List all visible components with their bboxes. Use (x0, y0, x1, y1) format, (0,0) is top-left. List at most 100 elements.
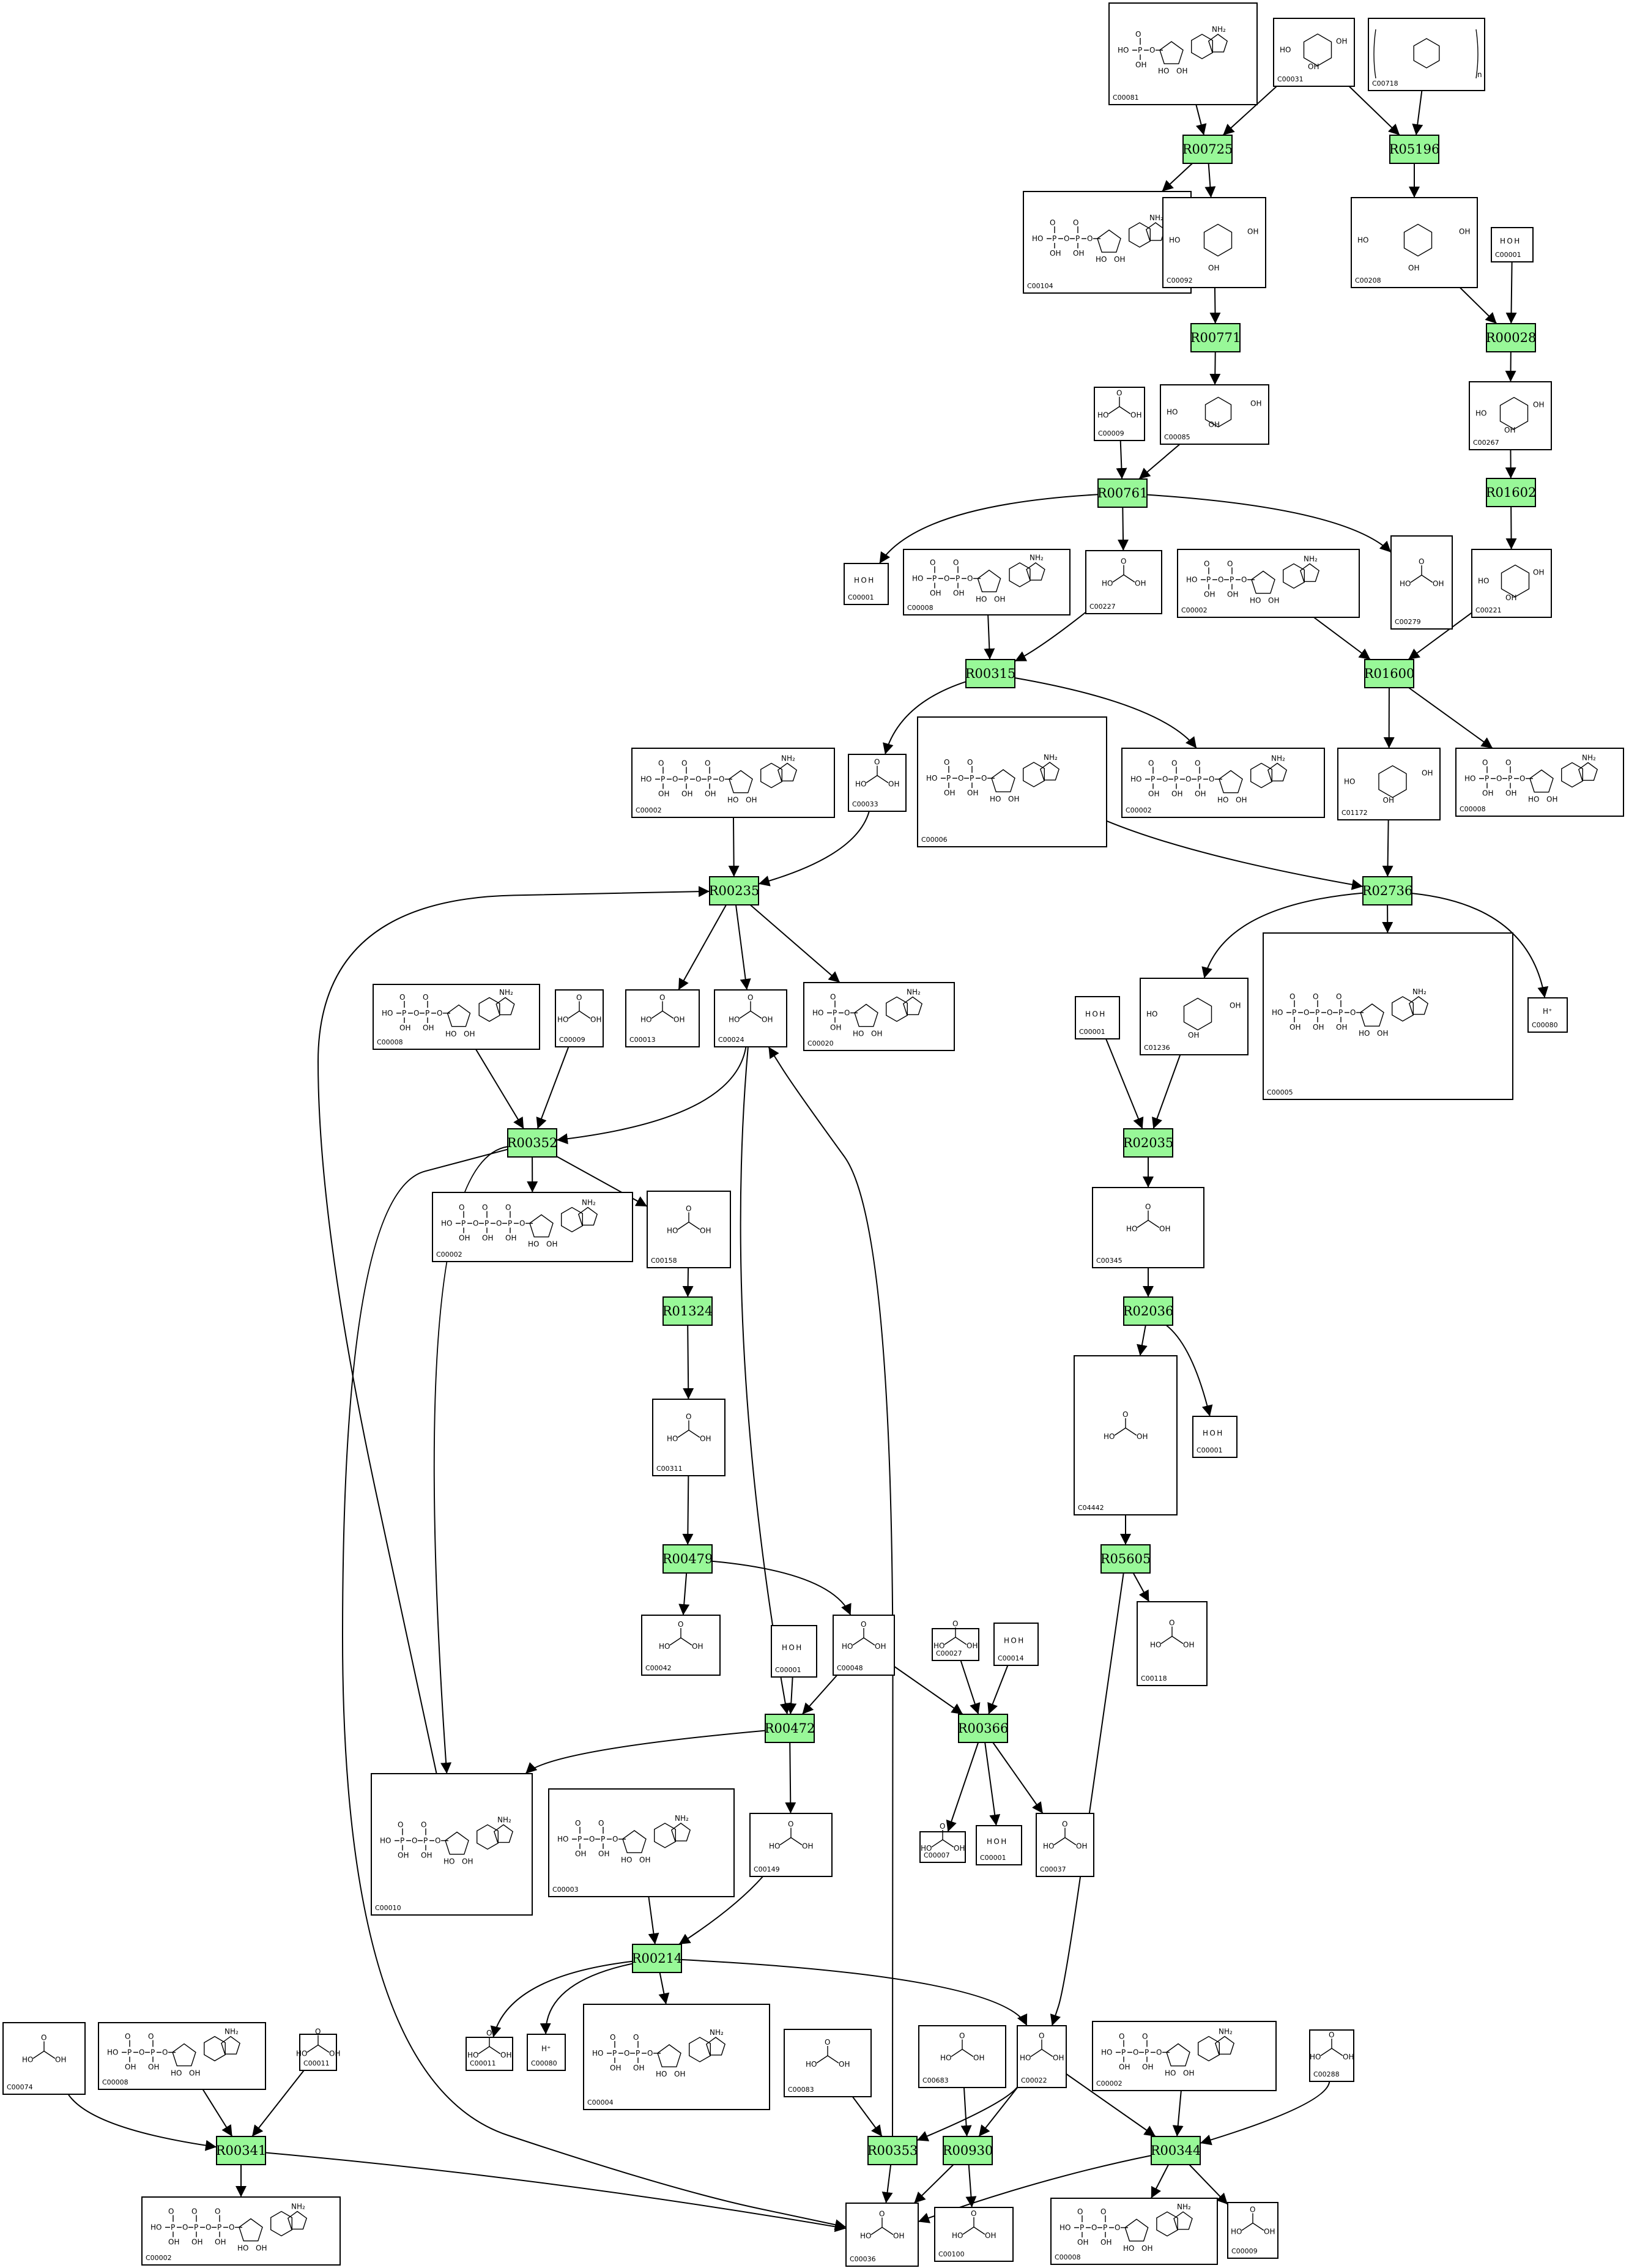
reaction-node-r00771[interactable]: R00771 (1190, 323, 1241, 352)
reaction-node-r02736[interactable]: R02736 (1362, 876, 1413, 905)
reaction-node-r00761[interactable]: R00761 (1097, 478, 1148, 508)
reaction-node-r00235[interactable]: R00235 (709, 876, 760, 905)
reaction-node-r00366[interactable]: R00366 (958, 1714, 1009, 1743)
reaction-node-r00315[interactable]: R00315 (965, 659, 1016, 688)
reaction-node-r00214[interactable]: R00214 (632, 1944, 683, 1973)
reaction-node-r00352[interactable]: R00352 (507, 1128, 558, 1158)
reaction-node-r00341[interactable]: R00341 (216, 2136, 267, 2165)
reaction-node-r05605[interactable]: R05605 (1100, 1544, 1151, 1574)
atom-label: OH (1183, 1641, 1194, 1649)
reaction-node-r02036[interactable]: R02036 (1123, 1296, 1174, 1326)
reaction-node-r00930[interactable]: R00930 (943, 2136, 993, 2165)
atom-label: O (229, 2223, 234, 2232)
atom-label: O (1148, 759, 1154, 768)
compound-id-label: C00345 (1096, 1257, 1122, 1265)
reaction-node-r05196[interactable]: R05196 (1389, 135, 1440, 164)
compound-id-label: C00081 (1113, 94, 1139, 102)
reaction-node-r00028[interactable]: R00028 (1486, 323, 1537, 352)
compound-node[interactable]: H⁺C00080 (527, 2034, 566, 2071)
reaction-node-r00344[interactable]: R00344 (1151, 2136, 1201, 2165)
reaction-node-r02035[interactable]: R02035 (1123, 1128, 1174, 1158)
atom-label: HO (640, 775, 651, 784)
bond (739, 1010, 751, 1019)
edge-r00214-n55 (681, 1959, 1028, 2026)
reaction-node-r00472[interactable]: R00472 (765, 1714, 815, 1743)
atom-label: H O H (1085, 1010, 1105, 1019)
reaction-node-r01324[interactable]: R01324 (662, 1296, 713, 1326)
reaction-node-r01600[interactable]: R01600 (1364, 659, 1415, 688)
reaction-node-r01602[interactable]: R01602 (1486, 478, 1537, 507)
compound-box (1263, 932, 1513, 1100)
atom-label: O (398, 1821, 403, 1829)
reaction-node-r00353[interactable]: R00353 (867, 2136, 918, 2165)
reaction-node-r00725[interactable]: R00725 (1182, 135, 1233, 164)
compound-node[interactable]: H⁺C00080 (1527, 997, 1568, 1033)
atom-label: O (168, 2207, 174, 2216)
compound-id-label: C00013 (629, 1036, 656, 1044)
reaction-node-r00479[interactable]: R00479 (662, 1544, 713, 1574)
